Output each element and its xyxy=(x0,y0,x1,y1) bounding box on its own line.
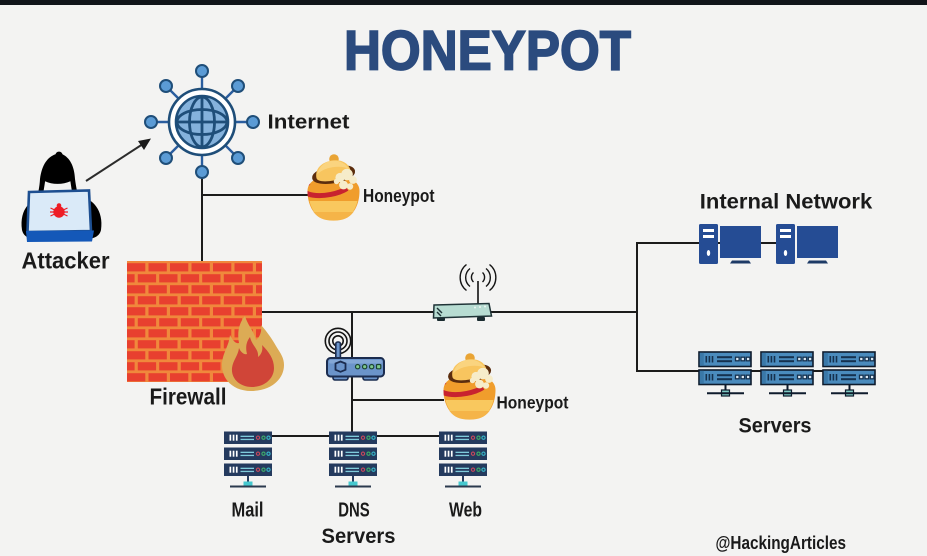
svg-text:Mail: Mail xyxy=(232,499,264,522)
svg-text:Internal Network: Internal Network xyxy=(700,191,873,214)
svg-text:Honeypot: Honeypot xyxy=(497,393,569,413)
svg-text:Attacker: Attacker xyxy=(22,247,110,273)
svg-text:Servers: Servers xyxy=(739,414,812,437)
svg-text:DNS: DNS xyxy=(338,499,370,522)
svg-text:Internet: Internet xyxy=(268,112,350,134)
svg-text:Honeypot: Honeypot xyxy=(363,186,435,206)
svg-text:Servers: Servers xyxy=(322,525,396,548)
svg-text:HONEYPOT: HONEYPOT xyxy=(344,19,631,82)
svg-text:Firewall: Firewall xyxy=(150,384,227,410)
svg-text:Web: Web xyxy=(449,499,482,522)
svg-text:@HackingArticles: @HackingArticles xyxy=(716,533,847,553)
